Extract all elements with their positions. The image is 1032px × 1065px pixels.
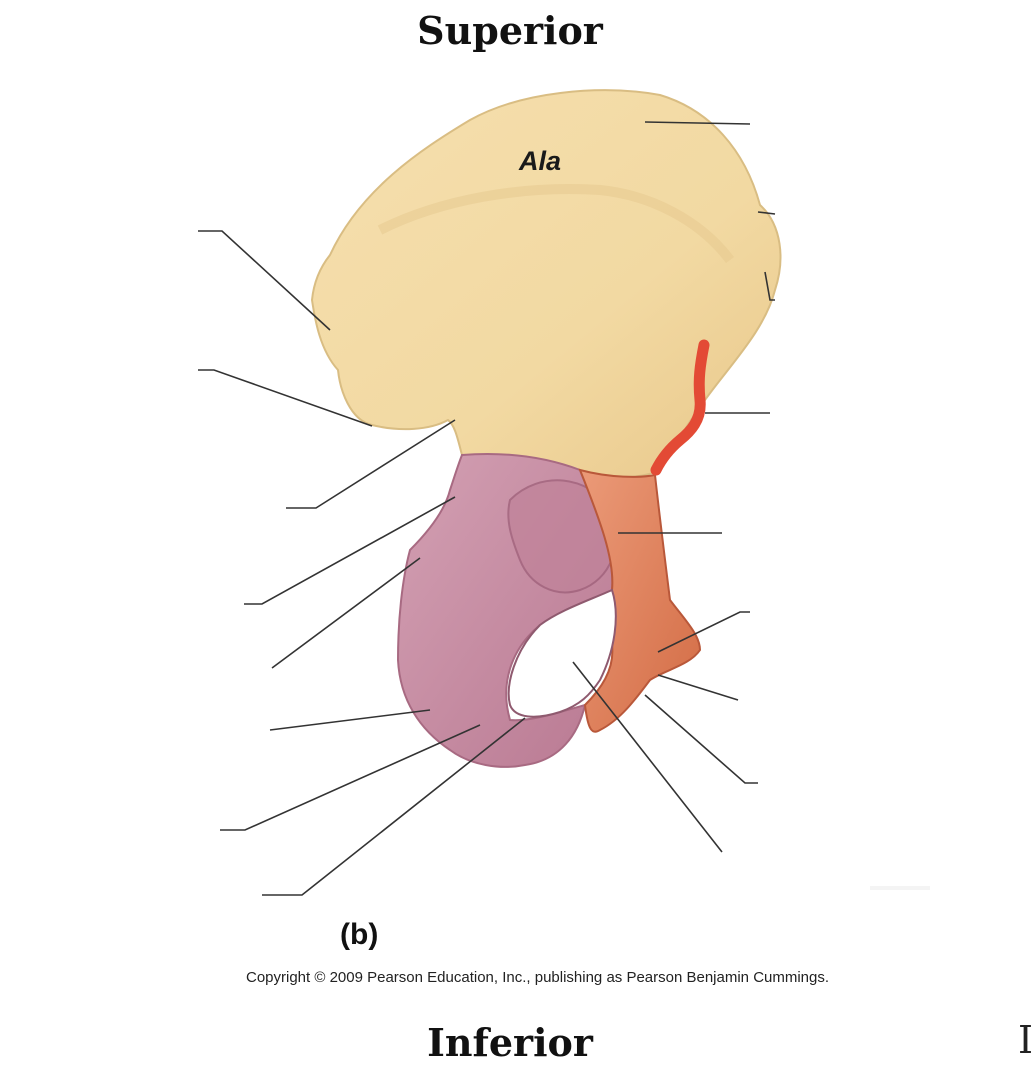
leader-line bbox=[657, 611, 750, 653]
faint-mark bbox=[870, 886, 930, 890]
leader-lines-left bbox=[198, 230, 526, 896]
leader-line bbox=[269, 709, 431, 731]
panel-label: (b) bbox=[340, 918, 379, 951]
leader-line bbox=[572, 661, 723, 853]
copyright-notice: Copyright © 2009 Pearson Education, Inc.… bbox=[246, 969, 830, 986]
acetabulum-rim bbox=[507, 479, 617, 594]
leader-line bbox=[286, 419, 456, 509]
leader-line bbox=[271, 557, 421, 669]
leader-line bbox=[764, 271, 775, 301]
leader-line bbox=[644, 121, 751, 125]
inferior-label: Inferior bbox=[427, 1020, 593, 1065]
leader-line bbox=[644, 694, 758, 784]
leader-line bbox=[220, 724, 481, 831]
edge-glyph: I bbox=[1018, 1018, 1032, 1062]
leader-line bbox=[198, 369, 373, 427]
superior-label: Superior bbox=[417, 8, 603, 53]
leader-line bbox=[757, 211, 776, 215]
leader-line bbox=[198, 230, 331, 331]
ala-surface-shading bbox=[377, 184, 734, 264]
ala-label: Ala bbox=[519, 146, 562, 176]
leader-line bbox=[262, 717, 526, 896]
leader-line bbox=[244, 496, 456, 605]
obturator-foramen bbox=[507, 588, 617, 718]
leader-line bbox=[657, 674, 739, 701]
leader-lines-right bbox=[572, 121, 776, 853]
highlight-marker bbox=[650, 339, 710, 476]
